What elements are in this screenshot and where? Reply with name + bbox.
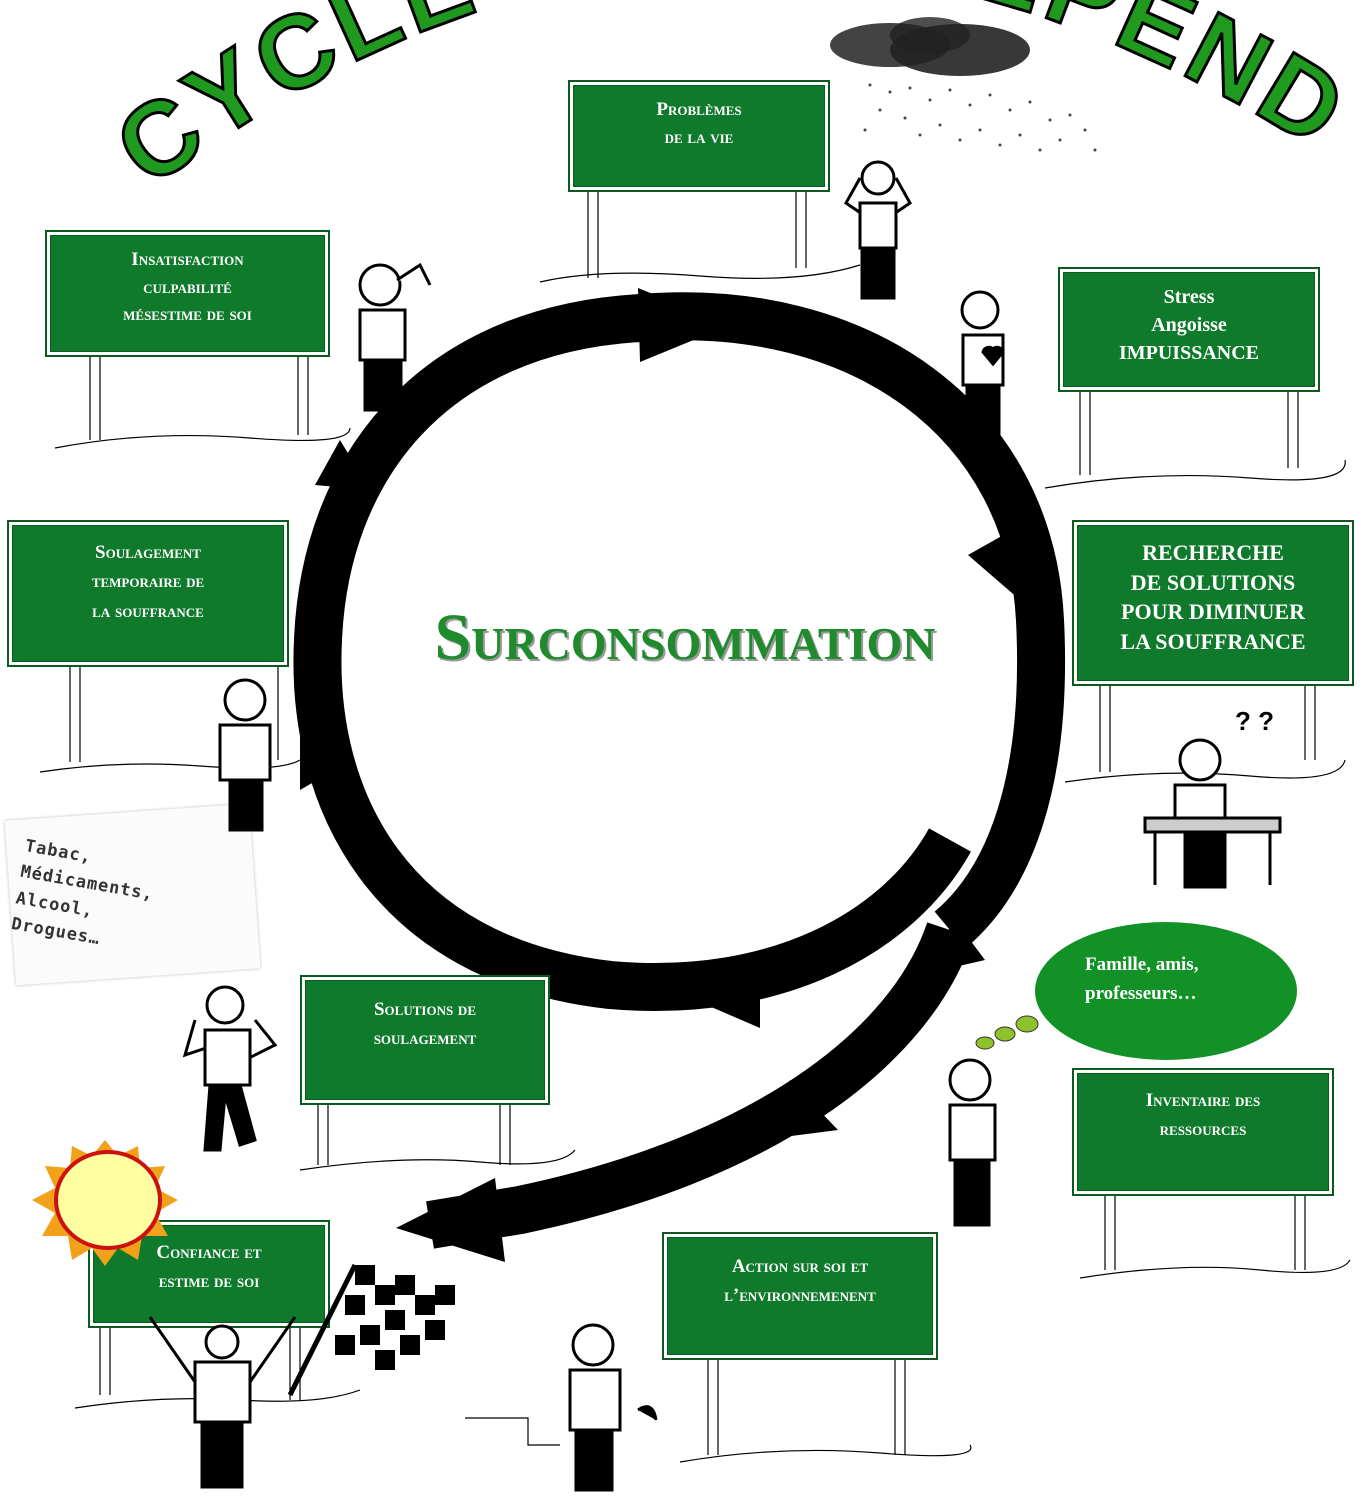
sign-solutions-label: Solutions de soulagement	[373, 999, 477, 1050]
question-marks-icon: ? ?	[1235, 706, 1274, 736]
sign-confiance-label: Confiance et estime de soi	[156, 1242, 262, 1293]
sign-solutions: Solutions de soulagement	[300, 975, 550, 1105]
person-thinking-icon	[948, 1058, 997, 1227]
sign-soulagement-label: Soulagement temporaire de la souffrance	[91, 542, 205, 622]
thought-dots	[975, 1015, 1039, 1050]
sign-stress: Stress Angoisse IMPUISSANCE	[1058, 267, 1320, 392]
person-smoking-icon	[182, 985, 278, 1152]
person-head-bandage-icon	[358, 262, 432, 412]
sign-inventaire-label: Inventaire des ressources	[1145, 1090, 1261, 1141]
sign-insatisfaction-label: Insatisfaction culpabilité mésestime de …	[123, 249, 252, 326]
substances-note-text: Tabac, Médicaments, Alcool, Drogues…	[9, 836, 156, 950]
sign-insatisfaction: Insatisfaction culpabilité mésestime de …	[45, 230, 330, 357]
person-arms-raised-icon	[148, 1316, 297, 1489]
sign-stress-label: Stress Angoisse IMPUISSANCE	[1118, 286, 1260, 364]
checkered-flag-icon	[287, 1263, 455, 1397]
sign-action-label: Action sur soi et l’environnemenent	[724, 1256, 876, 1307]
person-hand-on-chest-icon	[960, 290, 1005, 437]
person-head-in-hands-icon	[844, 160, 912, 300]
person-thinking-at-desk-icon: ? ?	[1143, 706, 1282, 889]
sign-recherche-label: RECHERCHE DE SOLUTIONS POUR DIMINUER LA …	[1120, 540, 1306, 655]
bubble-text: Famille, amis, professeurs…	[1085, 954, 1199, 1005]
sign-action: Action sur soi et l’environnemenent	[662, 1232, 938, 1360]
person-drinking-icon	[218, 678, 272, 832]
sign-problemes: Problèmes de la vie	[568, 80, 830, 192]
center-title: Surconsommation	[434, 601, 936, 674]
thought-bubble: Famille, amis, professeurs…	[1035, 922, 1297, 1060]
sign-inventaire: Inventaire des ressources	[1072, 1068, 1334, 1196]
rain-cloud-icon	[830, 17, 1097, 152]
sign-problemes-label: Problèmes de la vie	[656, 99, 742, 148]
sign-soulagement: Soulagement temporaire de la souffrance	[7, 520, 289, 667]
person-on-phone-icon	[568, 1323, 658, 1492]
sign-recherche: RECHERCHE DE SOLUTIONS POUR DIMINUER LA …	[1072, 520, 1354, 686]
sun-icon	[32, 1140, 178, 1266]
